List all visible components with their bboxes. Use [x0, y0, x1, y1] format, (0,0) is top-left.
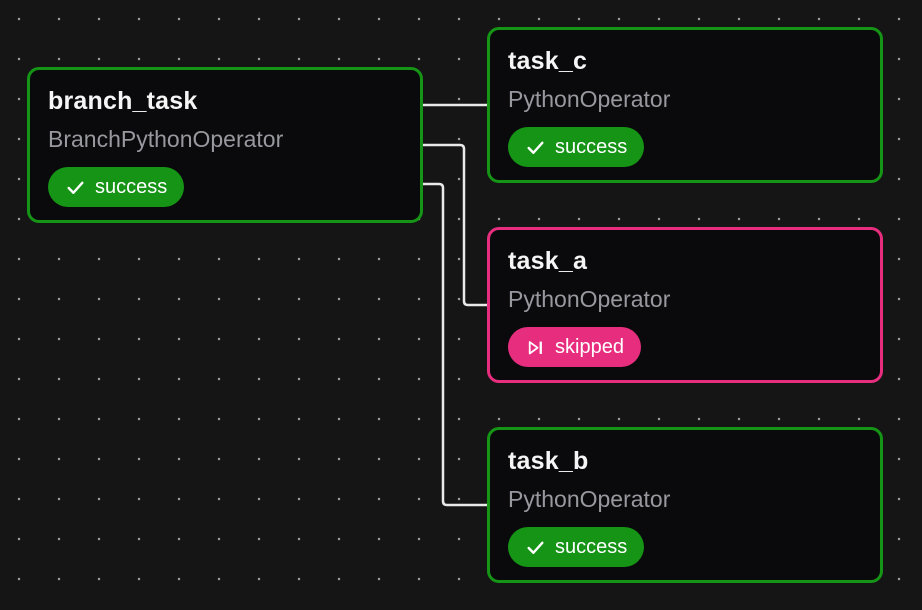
task-title: task_a — [508, 247, 588, 275]
task-node-task_b[interactable]: task_b PythonOperator success — [487, 427, 883, 583]
task-state-badge: success — [508, 127, 645, 167]
task-state-label: success — [555, 136, 628, 158]
task-state-label: success — [555, 536, 628, 558]
check-icon — [527, 541, 544, 554]
skip-forward-icon — [528, 340, 542, 354]
task-operator: BranchPythonOperator — [48, 126, 284, 152]
task-operator: PythonOperator — [508, 486, 671, 512]
task-state-badge: success — [48, 167, 185, 207]
task-operator: PythonOperator — [508, 286, 671, 312]
task-state-badge: success — [508, 527, 645, 567]
task-node-task_a[interactable]: task_a PythonOperator skipped — [487, 227, 883, 383]
check-icon — [527, 141, 544, 154]
task-title: branch_task — [48, 87, 198, 115]
task-state-label: success — [95, 176, 168, 198]
task-title: task_c — [508, 47, 588, 75]
edge-branch_task-task_a — [423, 143, 487, 307]
task-node-branch_task[interactable]: branch_task BranchPythonOperator success — [27, 67, 423, 223]
task-operator: PythonOperator — [508, 86, 671, 112]
edge-branch_task-task_b — [423, 182, 487, 507]
task-title: task_b — [508, 447, 589, 475]
task-node-task_c[interactable]: task_c PythonOperator success — [487, 27, 883, 183]
task-state-badge: skipped — [508, 327, 641, 367]
task-state-label: skipped — [555, 336, 624, 358]
check-icon — [67, 181, 84, 194]
